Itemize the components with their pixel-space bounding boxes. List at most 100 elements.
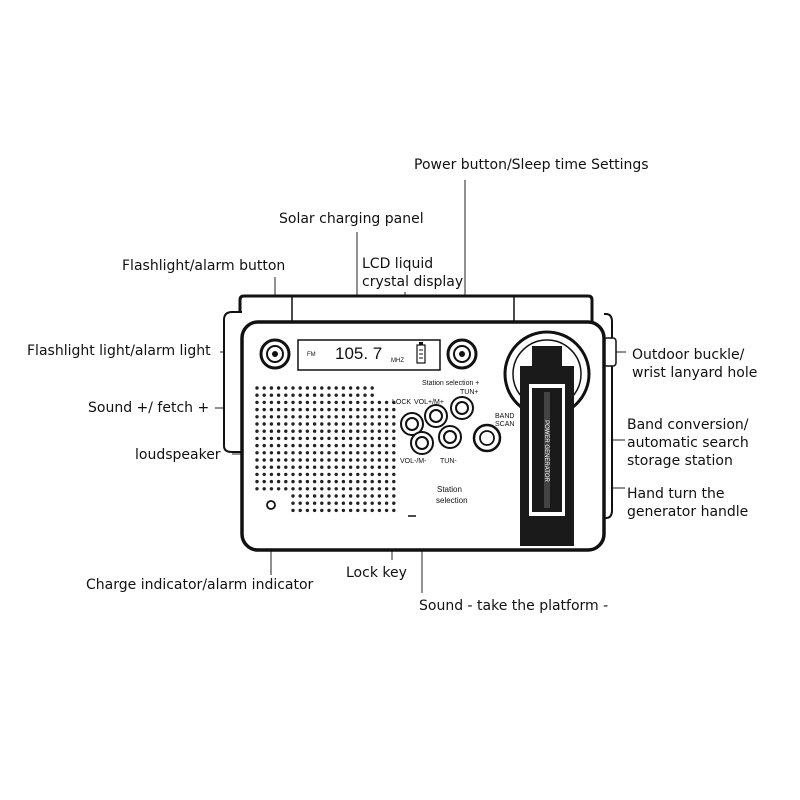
grille-hole bbox=[298, 472, 302, 477]
grille-hole bbox=[356, 458, 360, 462]
grille-hole bbox=[291, 429, 295, 433]
grille-hole bbox=[384, 472, 389, 477]
grille-hole bbox=[284, 415, 288, 419]
flashlight-button bbox=[259, 338, 291, 370]
grille-hole bbox=[356, 487, 360, 491]
grille-hole bbox=[284, 458, 288, 462]
grille-hole bbox=[334, 487, 338, 491]
grille-hole bbox=[384, 458, 389, 462]
grille-hole bbox=[291, 451, 295, 455]
grille-hole bbox=[377, 429, 382, 433]
vol-minus-label: VOL-/M- bbox=[400, 458, 427, 465]
grille-hole bbox=[298, 407, 302, 412]
grille-hole bbox=[298, 415, 302, 419]
grille-hole bbox=[363, 472, 367, 477]
grille-hole bbox=[320, 393, 324, 397]
grille-hole bbox=[370, 508, 374, 513]
grille-hole bbox=[356, 465, 360, 469]
grille-hole bbox=[291, 494, 295, 498]
grille-hole bbox=[377, 494, 382, 498]
grille-hole bbox=[384, 400, 389, 405]
grille-hole bbox=[269, 472, 274, 477]
station-selection-plus-label: Station selection + bbox=[422, 380, 480, 387]
grille-hole bbox=[312, 443, 317, 448]
grille-hole bbox=[341, 451, 346, 455]
grille-hole bbox=[363, 400, 367, 405]
callout-charge: Charge indicator/alarm indicator bbox=[86, 577, 314, 593]
grille-hole bbox=[291, 400, 295, 405]
grille-hole bbox=[370, 479, 374, 484]
grille-hole bbox=[377, 501, 382, 505]
grille-hole bbox=[305, 465, 310, 469]
grille-hole bbox=[291, 422, 295, 426]
grille-hole bbox=[341, 472, 346, 477]
grille-hole bbox=[356, 407, 360, 412]
grille-hole bbox=[312, 386, 317, 390]
grille-hole bbox=[377, 400, 382, 405]
callout-flash-light: Flashlight light/alarm light bbox=[27, 343, 211, 359]
grille-hole bbox=[327, 465, 331, 469]
grille-hole bbox=[370, 422, 374, 426]
grille-hole bbox=[276, 436, 281, 441]
grille-hole bbox=[305, 508, 310, 513]
grille-hole bbox=[377, 487, 382, 491]
grille-hole bbox=[320, 487, 324, 491]
grille-hole bbox=[392, 451, 396, 455]
grille-hole bbox=[348, 422, 353, 426]
grille-hole bbox=[377, 451, 382, 455]
grille-hole bbox=[262, 443, 266, 448]
grille-hole bbox=[284, 451, 288, 455]
grille-hole bbox=[255, 429, 259, 433]
grille-hole bbox=[312, 494, 317, 498]
grille-hole bbox=[377, 436, 382, 441]
grille-hole bbox=[377, 407, 382, 412]
callout-solar: Solar charging panel bbox=[279, 211, 424, 227]
grille-hole bbox=[276, 458, 281, 462]
grille-hole bbox=[305, 487, 310, 491]
grille-hole bbox=[334, 436, 338, 441]
grille-hole bbox=[341, 386, 346, 390]
vol-plus-label: VOL+/M+ bbox=[414, 399, 444, 406]
grille-hole bbox=[327, 501, 331, 505]
grille-hole bbox=[348, 451, 353, 455]
grille-hole bbox=[320, 386, 324, 390]
grille-hole bbox=[327, 415, 331, 419]
grille-hole bbox=[298, 422, 302, 426]
grille-hole bbox=[370, 501, 374, 505]
grille-hole bbox=[262, 400, 266, 405]
grille-hole bbox=[262, 451, 266, 455]
grille-hole bbox=[363, 501, 367, 505]
grille-hole bbox=[320, 415, 324, 419]
grille-hole bbox=[276, 429, 281, 433]
grille-hole bbox=[320, 494, 324, 498]
grille-hole bbox=[291, 508, 295, 513]
grille-hole bbox=[377, 465, 382, 469]
control-buttons bbox=[400, 396, 474, 455]
grille-hole bbox=[255, 415, 259, 419]
callout-flash-button: Flashlight/alarm button bbox=[122, 258, 286, 274]
grille-hole bbox=[363, 436, 367, 441]
grille-hole bbox=[276, 487, 281, 491]
grille-hole bbox=[392, 487, 396, 491]
grille-hole bbox=[334, 494, 338, 498]
callout-hand-2: generator handle bbox=[627, 504, 749, 520]
grille-hole bbox=[363, 443, 367, 448]
grille-hole bbox=[356, 429, 360, 433]
tun-minus-label: TUN- bbox=[440, 458, 457, 465]
grille-hole bbox=[255, 407, 259, 412]
grille-hole bbox=[363, 451, 367, 455]
grille-hole bbox=[255, 465, 259, 469]
grille-hole bbox=[276, 422, 281, 426]
grille-hole bbox=[284, 429, 288, 433]
grille-hole bbox=[284, 436, 288, 441]
grille-hole bbox=[320, 465, 324, 469]
grille-hole bbox=[320, 422, 324, 426]
grille-hole bbox=[341, 501, 346, 505]
grille-hole bbox=[327, 472, 331, 477]
grille-hole bbox=[341, 422, 346, 426]
grille-hole bbox=[312, 487, 317, 491]
grille-hole bbox=[392, 415, 396, 419]
grille-hole bbox=[341, 443, 346, 448]
grille-hole bbox=[284, 386, 288, 390]
grille-hole bbox=[298, 436, 302, 441]
